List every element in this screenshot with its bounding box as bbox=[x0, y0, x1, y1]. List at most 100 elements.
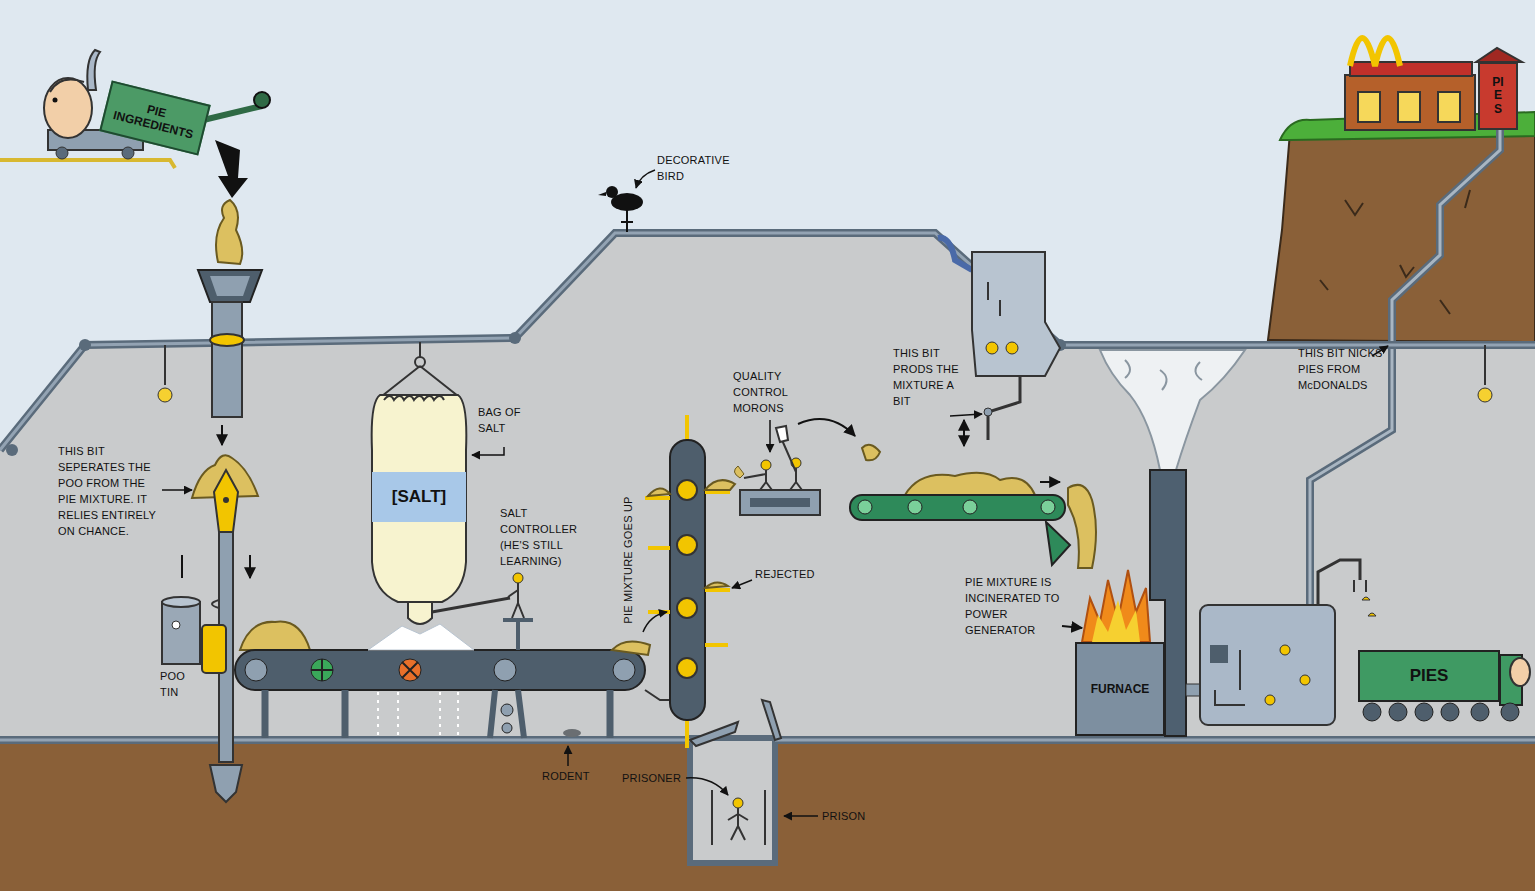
flow-arrow bbox=[1040, 481, 1060, 483]
hopper-inner bbox=[210, 276, 250, 296]
bird-head bbox=[606, 186, 618, 198]
generator-light bbox=[1280, 645, 1290, 655]
prodder-note: THIS BIT PRODS THE MIXTURE A BIT bbox=[893, 345, 971, 409]
roller bbox=[963, 500, 977, 514]
separator-blade bbox=[214, 470, 238, 532]
wheel bbox=[1389, 703, 1407, 721]
tube-ring bbox=[210, 334, 244, 346]
qc-slot bbox=[750, 498, 810, 507]
hopper-tube bbox=[212, 302, 242, 417]
lightbulb bbox=[1478, 388, 1492, 402]
flames bbox=[1082, 570, 1150, 642]
bulb-cord bbox=[165, 345, 1485, 385]
gear bbox=[501, 704, 513, 716]
leader bbox=[784, 815, 818, 817]
furnace-note: PIE MIXTURE IS INCINERATED TO POWER GENE… bbox=[965, 574, 1061, 638]
leader bbox=[686, 778, 728, 795]
roller bbox=[494, 659, 516, 681]
claw bbox=[1354, 580, 1366, 592]
pie-mixture bbox=[648, 480, 735, 588]
pie-mixture bbox=[734, 466, 744, 478]
node-text: PIES bbox=[1492, 76, 1504, 116]
leader bbox=[567, 746, 569, 766]
roller bbox=[245, 659, 267, 681]
elevator-wheel bbox=[677, 480, 697, 500]
wheel bbox=[122, 147, 134, 159]
controller-figure bbox=[508, 583, 524, 618]
pies-truck: PIES bbox=[1358, 650, 1500, 702]
drill-bit bbox=[210, 765, 242, 802]
pies-box-roof bbox=[1476, 48, 1522, 62]
poo-tin bbox=[162, 602, 200, 664]
rod-bracket bbox=[202, 625, 226, 673]
leader bbox=[769, 420, 771, 452]
wheel bbox=[1501, 703, 1519, 721]
trapdoor bbox=[690, 722, 738, 746]
wheel bbox=[56, 147, 68, 159]
exhaust bbox=[87, 50, 100, 90]
pie-mixture bbox=[240, 622, 310, 650]
separator-note: THIS BIT SEPERATES THE POO FROM THE PIE … bbox=[58, 443, 160, 539]
bird-legs bbox=[621, 210, 633, 232]
elevator-wheel bbox=[677, 535, 697, 555]
roller bbox=[858, 500, 872, 514]
node-text: PIES bbox=[1410, 666, 1449, 686]
arm-joint bbox=[984, 408, 992, 416]
leader bbox=[472, 447, 504, 455]
generator-panel bbox=[1210, 645, 1228, 663]
joint bbox=[79, 339, 91, 351]
window bbox=[1398, 92, 1420, 122]
salt-pile bbox=[368, 624, 474, 650]
window bbox=[1358, 92, 1380, 122]
hook-ring bbox=[415, 357, 425, 367]
prodder-eye bbox=[1006, 342, 1018, 354]
flow-arrow bbox=[182, 555, 250, 578]
flow-arrow bbox=[221, 425, 223, 445]
window bbox=[1438, 92, 1460, 122]
leader bbox=[162, 489, 192, 491]
roller-cross bbox=[311, 659, 333, 681]
node-text: FURNACE bbox=[1091, 682, 1150, 696]
roller-cross bbox=[402, 662, 418, 678]
pie-mixture bbox=[216, 200, 242, 264]
roller bbox=[908, 500, 922, 514]
elevator-note: PIE MIXTURE GOES UP bbox=[620, 485, 636, 635]
lightbulb bbox=[158, 388, 172, 402]
conveyor-stand bbox=[490, 690, 524, 738]
prodder-detail bbox=[988, 282, 1000, 316]
factory-roof bbox=[0, 233, 1535, 450]
generator-light bbox=[1265, 695, 1275, 705]
bird-beak bbox=[598, 192, 606, 196]
prodder-arm bbox=[988, 376, 1020, 440]
roller bbox=[399, 659, 421, 681]
body bbox=[712, 790, 765, 845]
throw-arrow bbox=[798, 419, 855, 436]
flames-inner bbox=[1092, 600, 1140, 642]
generator-wiring bbox=[1215, 650, 1245, 705]
poo-tin-eye bbox=[172, 621, 180, 629]
rodent bbox=[563, 729, 581, 737]
leader bbox=[643, 612, 667, 632]
lever-knob bbox=[254, 92, 270, 108]
salt-bag-label: BAG OF SALT bbox=[478, 404, 530, 436]
furnace-box: FURNACE bbox=[1075, 642, 1165, 736]
prison-pit bbox=[690, 738, 775, 863]
elevator-belt bbox=[670, 440, 705, 720]
node-text: [SALT] bbox=[392, 487, 446, 507]
chain bbox=[645, 690, 672, 700]
leader bbox=[1062, 626, 1082, 628]
bird bbox=[598, 186, 643, 232]
conveyor-belt bbox=[235, 650, 645, 690]
head bbox=[513, 573, 523, 583]
drop-arrow bbox=[215, 140, 248, 198]
joint bbox=[6, 444, 18, 456]
qc-moron bbox=[782, 440, 802, 490]
restaurant bbox=[1345, 75, 1475, 130]
prodder bbox=[972, 252, 1060, 376]
generator-light bbox=[1300, 675, 1310, 685]
control-lever bbox=[432, 598, 510, 612]
